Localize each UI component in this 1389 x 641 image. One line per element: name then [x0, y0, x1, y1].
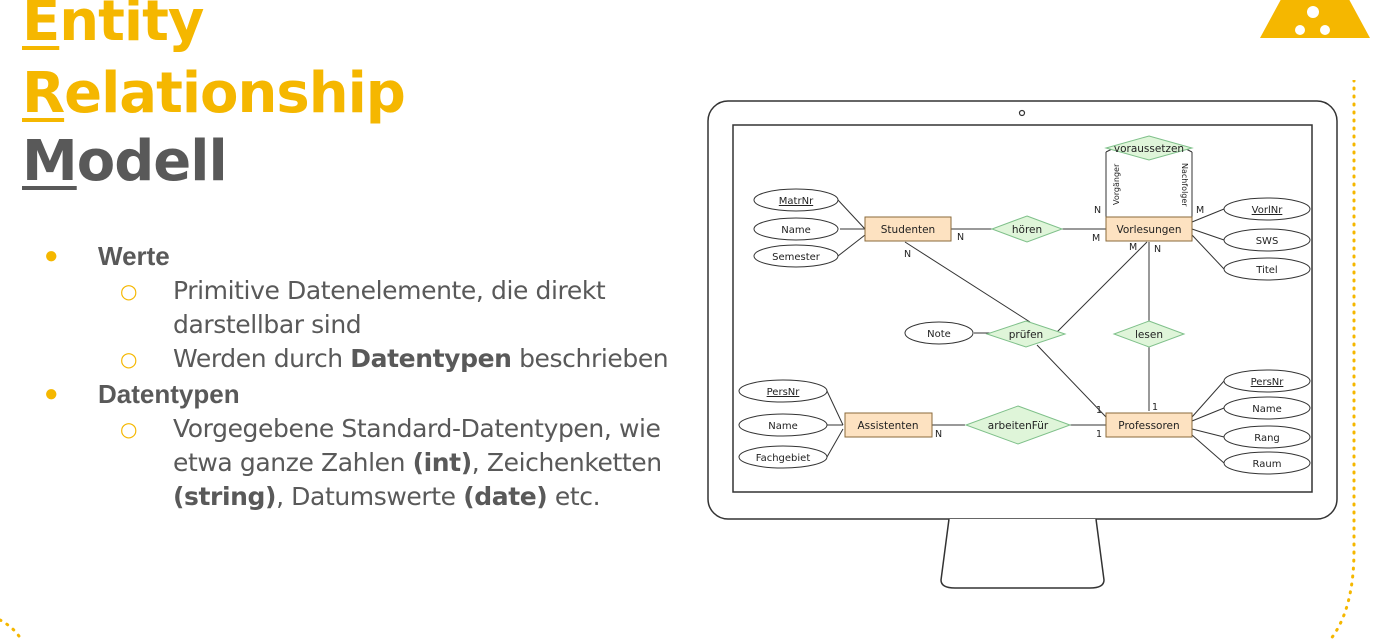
title-initial-e: E: [22, 0, 60, 54]
types-text-post: etc.: [547, 482, 601, 511]
types-text-mid2: , Datumswerte: [276, 482, 464, 511]
type-date: (date): [463, 482, 548, 511]
attribute-fachgebiet-label: Fachgebiet: [756, 453, 811, 464]
title-initial-r: R: [22, 61, 65, 126]
attribute-note-label: Note: [927, 329, 951, 340]
entity-assistenten: [844, 412, 933, 438]
sub-bullet-standard-types: ○ Vorgegebene Standard-Datentypen, wie e…: [40, 412, 680, 514]
sub-bullet-text-bold: Datentypen: [350, 344, 512, 373]
attribute-sws: [1223, 228, 1311, 252]
attribute-titel: [1223, 257, 1311, 281]
attribute-raum-label: Raum: [1253, 459, 1282, 470]
attribute-st-name-label: Name: [781, 225, 811, 236]
card-vl-lesen: N: [1154, 244, 1161, 255]
relationship-arbeitenfuer: [964, 405, 1072, 445]
entity-studenten-label: Studenten: [881, 224, 935, 236]
relationship-arbeitenfuer-label: arbeitenFür: [988, 420, 1049, 432]
attribute-matrnr-label: MatrNr: [779, 196, 814, 207]
title-rest-relationship: elationship: [64, 61, 406, 126]
attribute-pr-name: [1223, 396, 1311, 420]
relationship-lesen-label: lesen: [1135, 329, 1163, 341]
sub-bullet-ring-icon: ○: [120, 347, 138, 371]
card-pr-arb: 1: [1096, 429, 1102, 440]
attribute-vorlnr: [1223, 197, 1311, 221]
title-line-modell: Modell: [22, 134, 228, 190]
bullet-datentypen-label: Datentypen: [98, 379, 240, 409]
attribute-st-name: [753, 217, 839, 241]
card-as-arb: N: [935, 429, 942, 440]
relationship-hoeren-label: hören: [1012, 224, 1042, 236]
entity-vorlesungen-label: Vorlesungen: [1116, 224, 1181, 236]
entity-professoren: [1105, 412, 1193, 438]
title-rest-entity: ntity: [59, 0, 204, 54]
bullet-werte: ● Werte: [40, 238, 680, 274]
bullet-dot-icon: ●: [44, 380, 59, 407]
relationship-voraussetzen-label: voraussetzen: [1114, 143, 1184, 155]
attribute-rang-label: Rang: [1254, 433, 1280, 444]
relationship-pruefen: [985, 320, 1067, 348]
types-text-mid: , Zeichenketten: [471, 448, 662, 477]
title-rest-modell: odell: [76, 129, 228, 194]
card-vl-hoeren: M: [1092, 233, 1100, 244]
attribute-pr-name-label: Name: [1252, 404, 1282, 415]
attribute-note: [904, 321, 974, 345]
bullet-datentypen: ● Datentypen: [40, 376, 680, 412]
monitor-camera-icon: [1018, 109, 1026, 117]
attribute-pr-persnr: [1223, 369, 1311, 393]
dotted-corner-decoration: [0, 618, 24, 641]
sub-bullet-ring-icon: ○: [120, 417, 138, 441]
attribute-fachgebiet: [738, 445, 828, 469]
attribute-semester-label: Semester: [772, 252, 821, 263]
dotted-curve-decoration: [1328, 80, 1356, 641]
title-initial-m: M: [22, 129, 78, 194]
monitor-stand: [940, 518, 1105, 589]
type-int: (int): [412, 448, 473, 477]
entity-professoren-label: Professoren: [1118, 420, 1179, 432]
attribute-as-name-label: Name: [768, 421, 798, 432]
types-text-pre: Vorgegebene Standard-Datentypen, wie etw…: [173, 414, 661, 477]
role-nachfolger: Nachfolger: [1180, 163, 1189, 207]
sub-bullet-primitive-text: Primitive Datenelemente, die direkt dars…: [173, 276, 606, 339]
attribute-rang: [1223, 425, 1311, 449]
sub-bullet-ring-icon: ○: [120, 279, 138, 303]
attribute-as-persnr: [738, 379, 828, 403]
monitor-er-diagram: Studenten Vorlesungen Assistenten Profes…: [707, 100, 1338, 589]
card-pr-lesen: 1: [1152, 402, 1158, 413]
entity-vorlesungen: [1105, 216, 1193, 242]
attribute-matrnr: [753, 188, 839, 212]
relationship-hoeren: [990, 215, 1064, 243]
attribute-semester: [753, 244, 839, 268]
attribute-as-persnr-label: PersNr: [767, 387, 801, 398]
card-st-hoeren: N: [957, 232, 964, 243]
sub-bullet-text-pre: Werden durch: [173, 344, 351, 373]
card-st-pruefen: N: [904, 249, 911, 260]
sub-bullet-text-post: beschrieben: [511, 344, 669, 373]
attribute-as-name: [738, 413, 828, 437]
attribute-titel-label: Titel: [1255, 265, 1277, 276]
sub-bullet-primitive: ○ Primitive Datenelemente, die direkt da…: [40, 274, 680, 342]
bullet-list: ● Werte ○ Primitive Datenelemente, die d…: [40, 238, 680, 514]
title-line-entity: Entity: [22, 0, 204, 50]
logo-icon: [1260, 0, 1370, 38]
entity-studenten: [864, 216, 952, 242]
attribute-sws-label: SWS: [1256, 236, 1279, 247]
sub-bullet-datentypen-desc: ○ Werden durch Datentypen beschrieben: [40, 342, 680, 376]
relationship-lesen: [1112, 320, 1186, 348]
entity-assistenten-label: Assistenten: [858, 420, 919, 432]
relationship-voraussetzen: [1104, 135, 1194, 161]
type-string: (string): [173, 482, 277, 511]
role-vorgaenger: Vorgänger: [1112, 163, 1121, 205]
bullet-dot-icon: ●: [44, 242, 59, 269]
attribute-pr-persnr-label: PersNr: [1251, 377, 1285, 388]
card-vl-vor-left: N: [1094, 205, 1101, 216]
card-vl-pruefen: M: [1129, 242, 1137, 253]
card-vl-vor-right: M: [1196, 205, 1204, 216]
card-pr-pruefen: 1: [1096, 405, 1102, 416]
bullet-werte-label: Werte: [98, 241, 170, 271]
title-line-relationship: Relationship: [22, 66, 406, 122]
attribute-vorlnr-label: VorlNr: [1252, 205, 1284, 216]
relationship-pruefen-label: prüfen: [1009, 329, 1043, 341]
attribute-raum: [1223, 451, 1311, 475]
